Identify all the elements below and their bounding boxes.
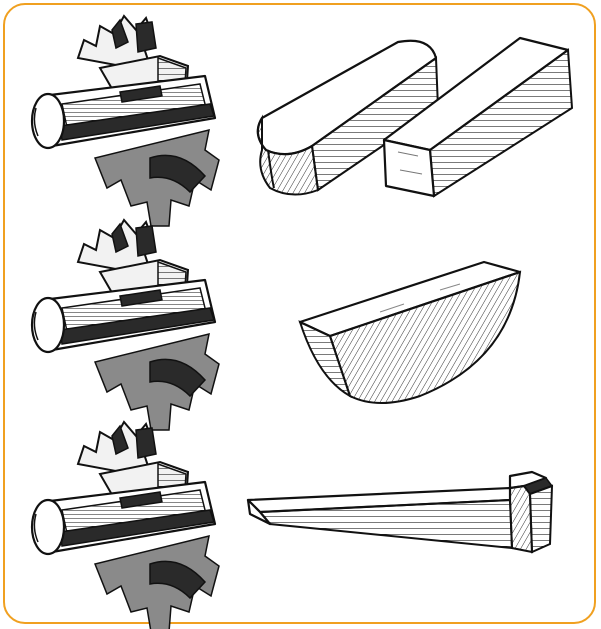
square-parallel-key: [382, 36, 574, 198]
woodruff-key: [298, 260, 522, 404]
shaft-gear-assembly-3: [30, 420, 221, 629]
shaft-gear-assembly-1: [30, 14, 221, 228]
rounded-parallel-key: [256, 39, 440, 196]
shaft-gear-assembly-2: [30, 218, 221, 432]
gib-head-taper-key: [246, 470, 554, 554]
